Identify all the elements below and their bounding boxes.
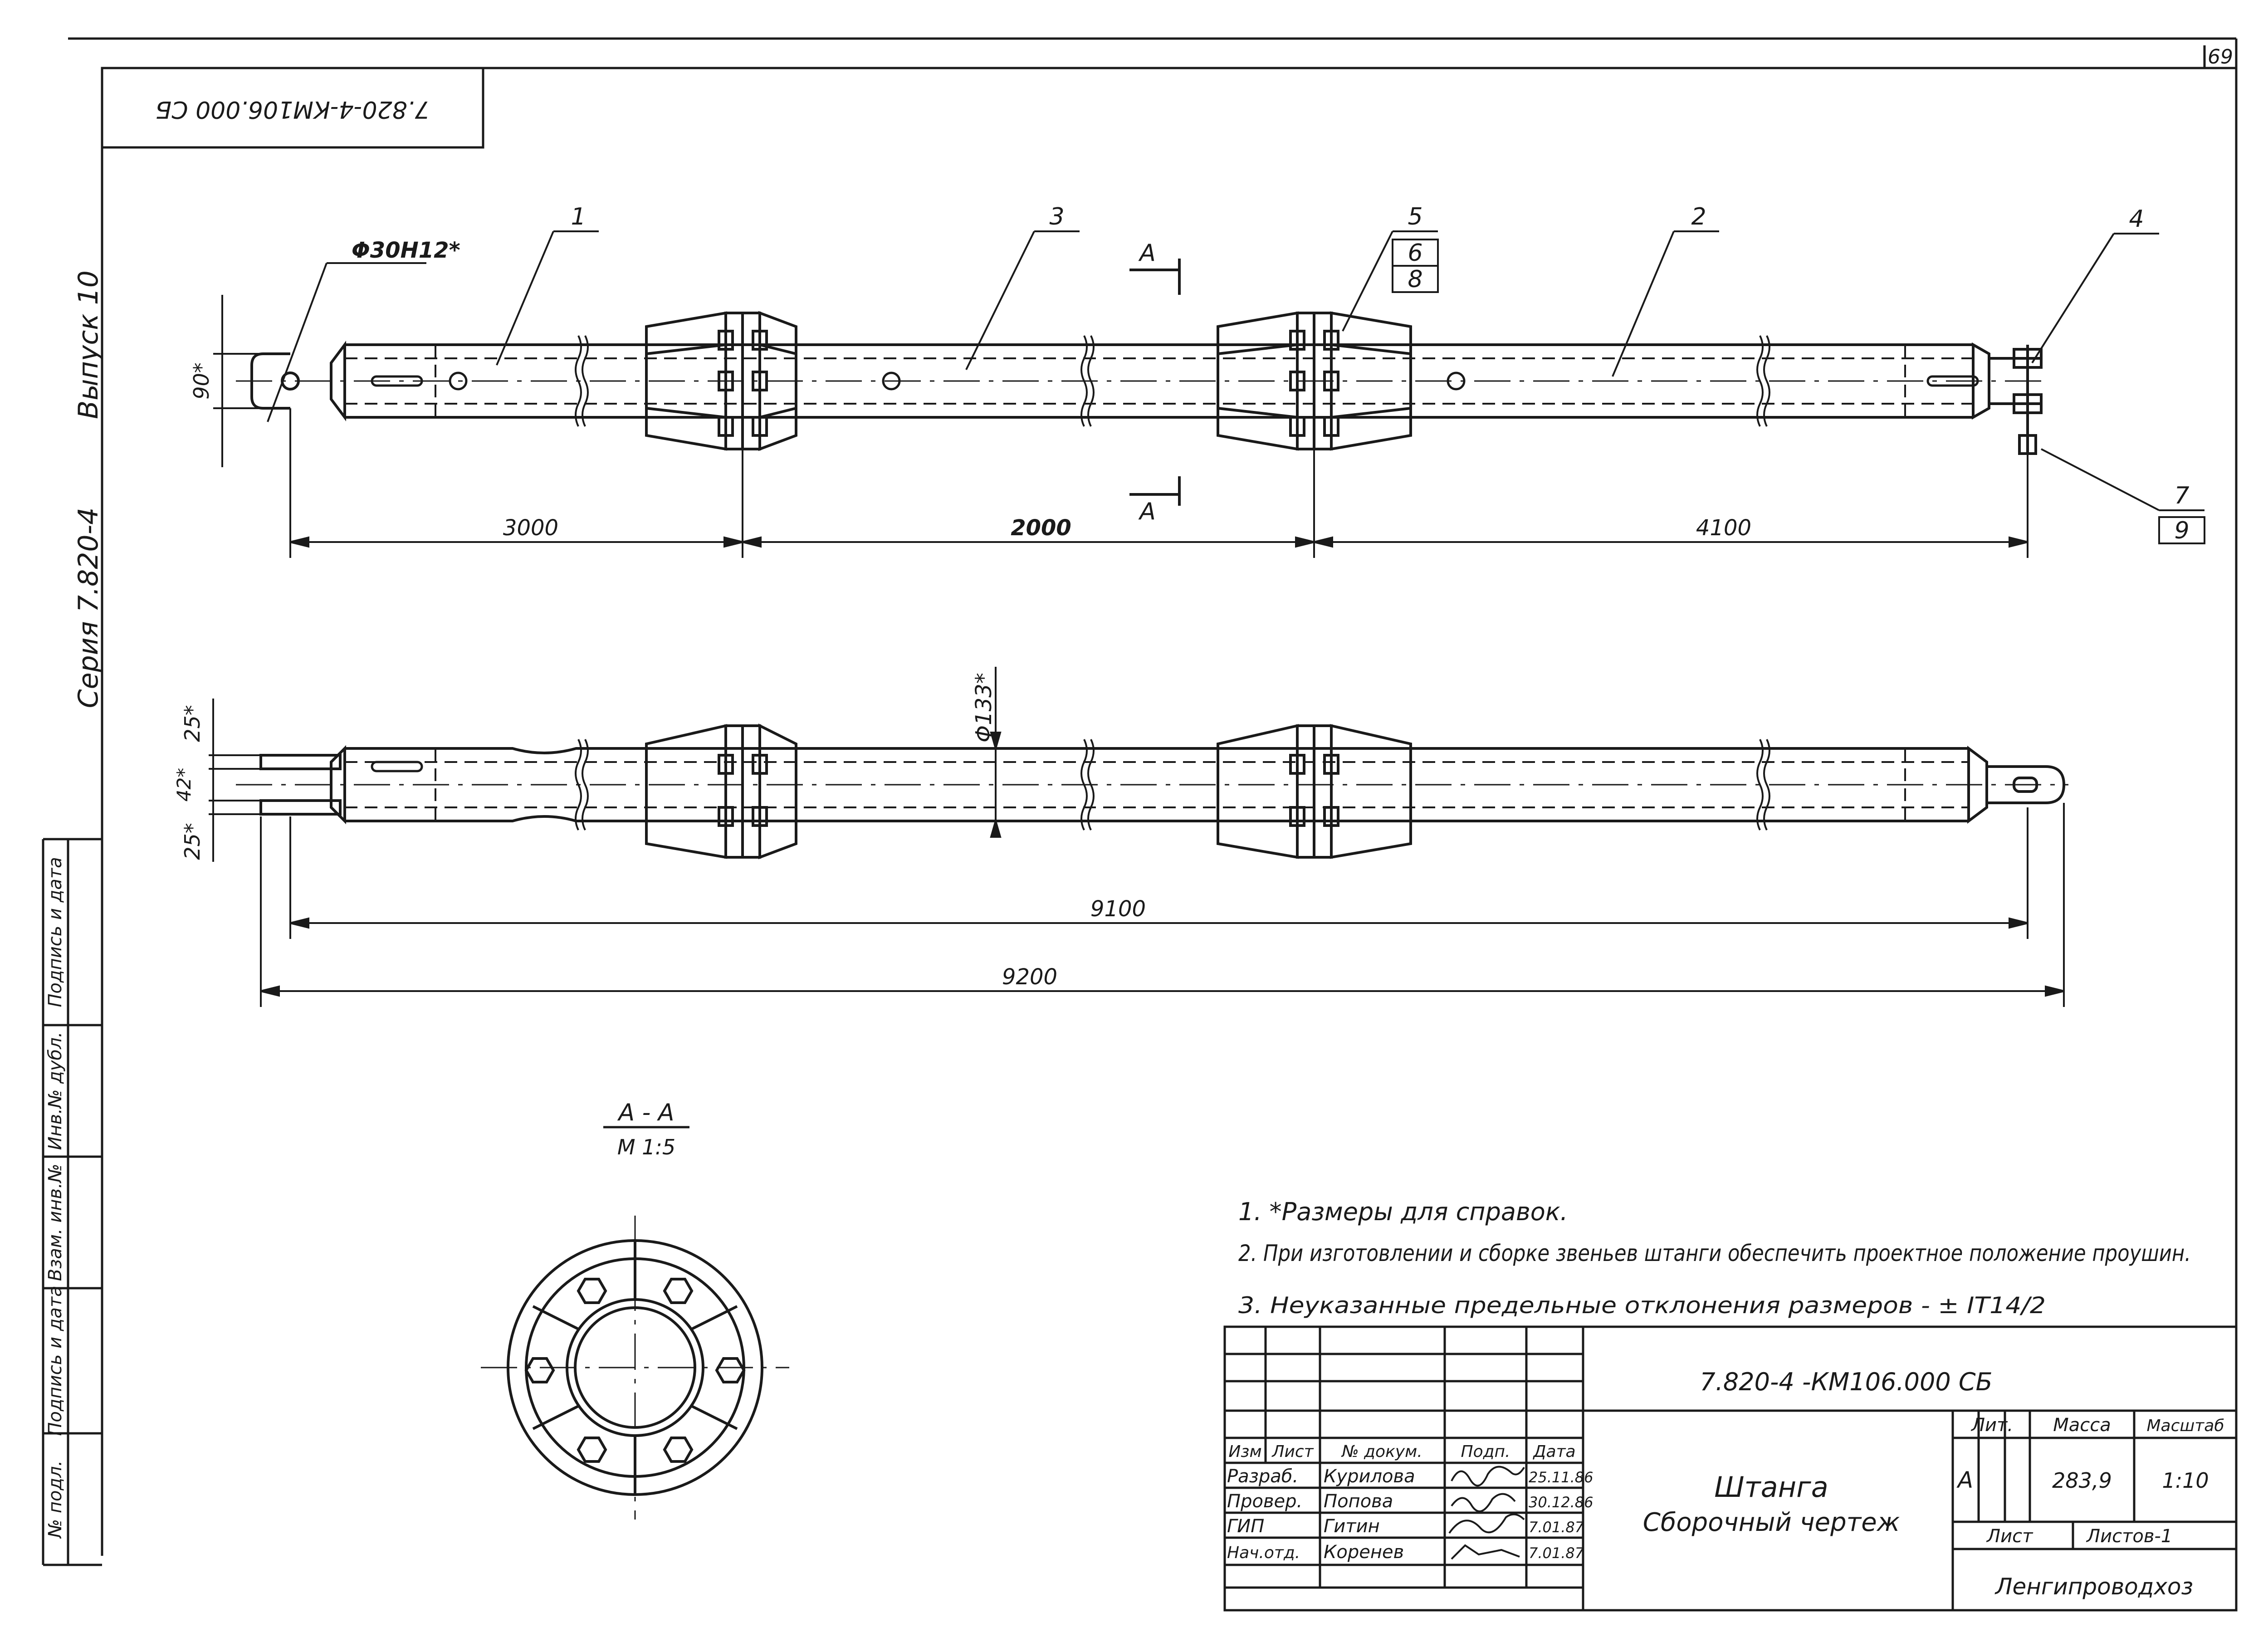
title-block-title: Штанга: [1714, 1471, 1828, 1504]
header-list: Лист: [1271, 1442, 1314, 1461]
callout-6: 6: [1408, 239, 1422, 267]
title-block: 7.820-4 -КМ106.000 СБ Штанга Сборочный ч…: [1223, 1325, 2238, 1612]
stamp-label-sign-date-1: Подпись и дата: [45, 857, 66, 1007]
row-name-4: Коренев: [1324, 1542, 1404, 1563]
stamp-label-orig-no: № подл.: [45, 1461, 66, 1539]
row-role-3: ГИП: [1227, 1516, 1264, 1537]
section-title: А - А: [617, 1099, 675, 1126]
mass-label: Масса: [2053, 1415, 2111, 1436]
row-name-2: Попова: [1324, 1491, 1393, 1512]
flange-joint-side-2: [1217, 724, 1412, 859]
sheets-label: Листов-1: [2086, 1526, 2172, 1547]
title-block-doc-code: 7.820-4 -КМ106.000 СБ: [1700, 1368, 1992, 1396]
callout-9: 9: [2174, 517, 2189, 544]
row-role-2: Провер.: [1227, 1491, 1302, 1512]
callout-4: 4: [2129, 205, 2144, 233]
header-doc-no: № докум.: [1341, 1442, 1422, 1461]
span-dim-3: 4100: [1696, 515, 1751, 541]
span-dim-2: 2000: [1011, 515, 1071, 541]
section-mark-bottom: А: [1138, 498, 1156, 525]
header-sign: Подп.: [1461, 1442, 1510, 1461]
scale-value: 1:10: [2162, 1468, 2209, 1493]
callout-7: 7: [2174, 482, 2189, 509]
callout-1: 1: [571, 203, 586, 230]
title-block-grid: [1223, 1325, 2238, 1612]
row-name-3: Гитин: [1324, 1516, 1380, 1537]
stamp-label-replace-inv: Взам. инв.№: [45, 1164, 66, 1281]
note-3: 3. Неуказанные предельные отклонения раз…: [1238, 1292, 2046, 1319]
diameter-dim-lines: [990, 667, 1002, 838]
left-dim-top: 25*: [180, 705, 205, 742]
header-izm: Изм: [1228, 1442, 1261, 1461]
callout-3: 3: [1049, 203, 1064, 230]
lit-label: Лит.: [1970, 1415, 2013, 1436]
doc-code-rotated: 7.820-4-КМ106.000 СБ: [156, 96, 430, 123]
span-dimension-lines: [289, 408, 2028, 558]
span-dim-1: 3000: [503, 515, 558, 541]
rod-outline-top: [250, 341, 2043, 455]
section-centerlines: [481, 1216, 789, 1520]
lit-value: А: [1956, 1467, 1973, 1493]
mass-value: 283,9: [2052, 1468, 2112, 1493]
hidden-lines-top: [345, 345, 1973, 417]
overall-dim-9100: 9100: [1090, 896, 1146, 922]
organization: Ленгипроводхоз: [1994, 1573, 2193, 1600]
hole-dimension: Φ30H12*: [352, 238, 460, 263]
top-view: 1 3 5 6 8 2 4 7 9 Φ30H12* 90* А А: [189, 203, 2205, 558]
side-view: Φ133* 25* 42* 25* 9100 9200: [173, 667, 2068, 1007]
header-date: Дата: [1532, 1442, 1575, 1461]
page-number: 69: [2208, 45, 2233, 68]
note-1: 1. *Размеры для справок.: [1238, 1197, 1568, 1226]
section-a-a: А - А М 1:5: [481, 1099, 789, 1520]
break-marks-top: [575, 335, 1770, 427]
doc-code-box: [101, 67, 484, 149]
row-date-3: 7.01.87: [1529, 1519, 1584, 1536]
notes: 1. *Размеры для справок. 2. При изготовл…: [1238, 1197, 2191, 1319]
row-role-1: Разраб.: [1227, 1466, 1298, 1487]
issue-label: Выпуск 10: [73, 270, 104, 419]
section-mark-top: А: [1138, 239, 1156, 267]
sheet-label: Лист: [1986, 1526, 2033, 1547]
left-dim-lines-side: [209, 699, 272, 862]
flange-joint-side-1: [645, 723, 797, 860]
callout-leaders-top: [267, 230, 2205, 544]
callout-2: 2: [1691, 203, 1706, 230]
row-date-4: 7.01.87: [1529, 1544, 1584, 1562]
height-dimension: 90*: [189, 362, 214, 400]
row-date-1: 25.11.86: [1529, 1469, 1593, 1486]
stamp-label-dup-inv: Инв.№ дубл.: [45, 1032, 66, 1150]
series-label: Серия 7.820-4: [73, 508, 104, 709]
signatures: [1448, 1466, 1525, 1560]
hidden-lines-side: [345, 748, 1969, 821]
callout-8: 8: [1408, 266, 1422, 293]
slots-side: [371, 761, 423, 772]
callout-5: 5: [1408, 203, 1422, 230]
left-dim-mid: 42*: [173, 768, 195, 801]
overall-dim-lines: [260, 803, 2065, 1007]
stamp-label-sign-date-2: Подпись и дата: [45, 1285, 66, 1436]
row-name-1: Курилова: [1324, 1466, 1415, 1487]
title-block-subtitle: Сборочный чертеж: [1643, 1508, 1900, 1537]
section-scale: М 1:5: [617, 1135, 675, 1159]
height-dimension-lines: [213, 295, 290, 467]
flange-joint-top-1: [645, 311, 797, 451]
note-2: 2. При изготовлении и сборке звеньев шта…: [1238, 1240, 2191, 1266]
row-date-2: 30.12.86: [1529, 1494, 1593, 1511]
scale-label: Масштаб: [2146, 1417, 2224, 1435]
overall-dim-9200: 9200: [1002, 964, 1057, 990]
section-marks: [1129, 259, 1181, 506]
row-role-4: Нач.отд.: [1227, 1544, 1300, 1562]
diameter-dimension: Φ133*: [971, 673, 997, 742]
left-dim-bottom: 25*: [180, 823, 205, 860]
break-marks-side: [575, 739, 1770, 831]
left-stamp-strip: [42, 838, 102, 1566]
